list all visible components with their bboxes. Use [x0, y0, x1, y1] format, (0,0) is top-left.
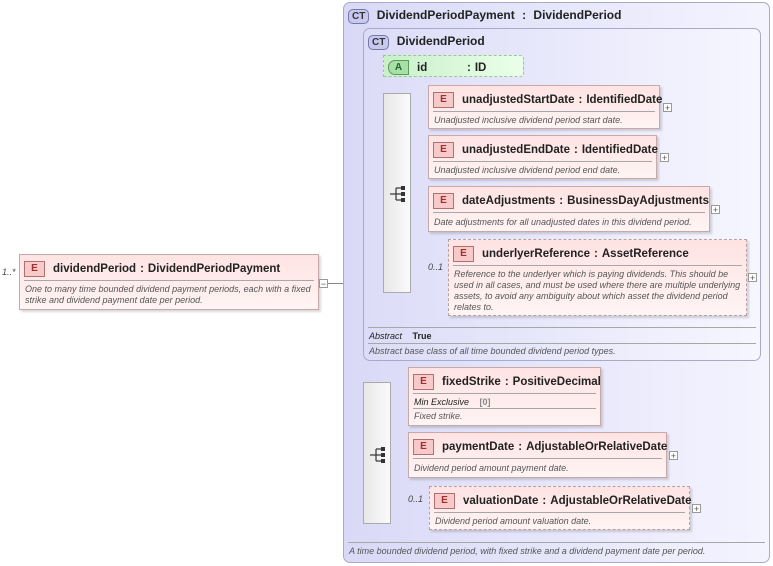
abstract-value: True	[412, 331, 432, 341]
element-type: PositiveDecimal	[512, 376, 601, 388]
attribute-badge: A	[388, 60, 409, 75]
separator: :	[578, 94, 583, 106]
separator: :	[518, 441, 523, 453]
expand-toggle[interactable]: +	[692, 504, 701, 514]
element-type: AssetReference	[601, 248, 689, 260]
sequence-compositor[interactable]	[363, 382, 391, 524]
attribute-id[interactable]: A id : ID	[383, 55, 524, 77]
element-name: underlyerReference	[482, 248, 591, 260]
divider	[453, 265, 742, 266]
collapse-toggle[interactable]: −	[319, 279, 328, 289]
separator: :	[594, 248, 598, 260]
abstract-label: Abstract	[369, 331, 403, 341]
attribute-name: id	[417, 61, 428, 74]
separator: :	[542, 495, 547, 507]
element-name: unadjustedStartDate	[462, 94, 575, 106]
root-element-dividendPeriod[interactable]: E dividendPeriod : DividendPeriodPayment…	[19, 254, 319, 310]
element-badge: E	[433, 193, 454, 209]
element-name: unadjustedEndDate	[462, 144, 570, 156]
sequence-icon	[370, 447, 385, 463]
element-description: Reference to the underlyer which is payi…	[454, 269, 741, 312]
connector	[328, 283, 352, 284]
complex-type-badge: CT	[368, 35, 390, 50]
complex-type-description: A time bounded dividend period, with fix…	[349, 546, 706, 556]
expand-toggle[interactable]: +	[669, 451, 678, 461]
element-name: valuationDate	[463, 495, 539, 507]
attribute-type: ID	[474, 61, 487, 74]
element-type: IdentifiedDate	[586, 94, 663, 106]
element-type: AdjustableOrRelativeDate	[526, 441, 668, 453]
element-dateAdjustments[interactable]: E dateAdjustments : BusinessDayAdjustmen…	[428, 186, 710, 232]
facet-value: [0]	[479, 397, 491, 407]
element-description: Unadjusted inclusive dividend period end…	[434, 165, 621, 175]
complex-type-name: DividendPeriod	[396, 34, 485, 48]
element-unadjustedStartDate[interactable]: E unadjustedStartDate : IdentifiedDate U…	[428, 85, 663, 129]
element-type: BusinessDayAdjustments	[567, 195, 710, 207]
sequence-icon	[390, 186, 405, 202]
facet-row: Min Exclusive [0]	[414, 397, 491, 407]
complex-type-description: Abstract base class of all time bounded …	[369, 346, 616, 356]
expand-toggle[interactable]: +	[711, 205, 720, 215]
separator: :	[467, 61, 471, 74]
element-badge: E	[413, 374, 434, 390]
divider	[368, 343, 756, 344]
root-cardinality: 1..*	[2, 267, 16, 277]
abstract-row: Abstract True	[369, 331, 432, 341]
complex-type-base: DividendPeriod	[533, 8, 622, 22]
divider	[433, 111, 655, 112]
element-badge: E	[453, 246, 474, 262]
divider	[413, 458, 662, 459]
divider	[433, 212, 705, 213]
expand-toggle[interactable]: +	[663, 103, 672, 113]
element-badge: E	[413, 439, 434, 455]
divider	[433, 161, 652, 162]
element-cardinality: 0..1	[428, 262, 444, 272]
facet-label: Min Exclusive	[414, 397, 470, 407]
complex-type-header: CT DividendPeriod	[368, 34, 485, 50]
separator: :	[573, 144, 578, 156]
element-cardinality: 0..1	[408, 494, 424, 504]
element-valuationDate[interactable]: E valuationDate : AdjustableOrRelativeDa…	[429, 486, 692, 530]
element-description: Date adjustments for all unadjusted date…	[434, 217, 692, 227]
divider	[348, 542, 765, 543]
element-type: DividendPeriodPayment	[147, 263, 281, 275]
element-description: Unadjusted inclusive dividend period sta…	[434, 115, 623, 125]
element-badge: E	[433, 92, 454, 108]
element-description: Fixed strike.	[414, 411, 463, 421]
separator: :	[140, 263, 144, 275]
separator: :	[522, 8, 527, 22]
element-type: IdentifiedDate	[581, 144, 658, 156]
complex-type-badge: CT	[348, 9, 370, 24]
expand-toggle[interactable]: +	[660, 153, 669, 163]
element-unadjustedEndDate[interactable]: E unadjustedEndDate : IdentifiedDate Una…	[428, 135, 658, 179]
element-fixedStrike[interactable]: E fixedStrike : PositiveDecimal Min Excl…	[408, 367, 601, 426]
element-name: dateAdjustments	[462, 195, 556, 207]
divider	[24, 280, 314, 281]
expand-toggle[interactable]: +	[748, 273, 757, 283]
element-name: paymentDate	[442, 441, 515, 453]
element-badge: E	[434, 493, 455, 509]
attribute-header: A id : ID	[388, 60, 486, 75]
divider	[413, 393, 596, 394]
element-name: fixedStrike	[442, 376, 501, 388]
complex-type-name: DividendPeriodPayment	[376, 8, 515, 22]
element-badge: E	[433, 142, 454, 158]
separator: :	[559, 195, 564, 207]
sequence-compositor[interactable]	[383, 93, 411, 293]
element-type: AdjustableOrRelativeDate	[550, 495, 692, 507]
divider	[434, 512, 685, 513]
element-underlyerReference[interactable]: E underlyerReference : AssetReference Re…	[448, 239, 747, 316]
element-paymentDate[interactable]: E paymentDate : AdjustableOrRelativeDate…	[408, 432, 667, 478]
separator: :	[504, 376, 509, 388]
complex-type-header: CT DividendPeriodPayment : DividendPerio…	[348, 8, 621, 24]
element-description: One to many time bounded dividend paymen…	[25, 284, 311, 305]
element-description: Dividend period amount valuation date.	[435, 516, 592, 526]
divider	[368, 327, 756, 328]
element-description: Dividend period amount payment date.	[414, 463, 569, 473]
divider	[413, 408, 596, 409]
element-badge: E	[24, 261, 45, 277]
element-name: dividendPeriod	[53, 263, 137, 275]
